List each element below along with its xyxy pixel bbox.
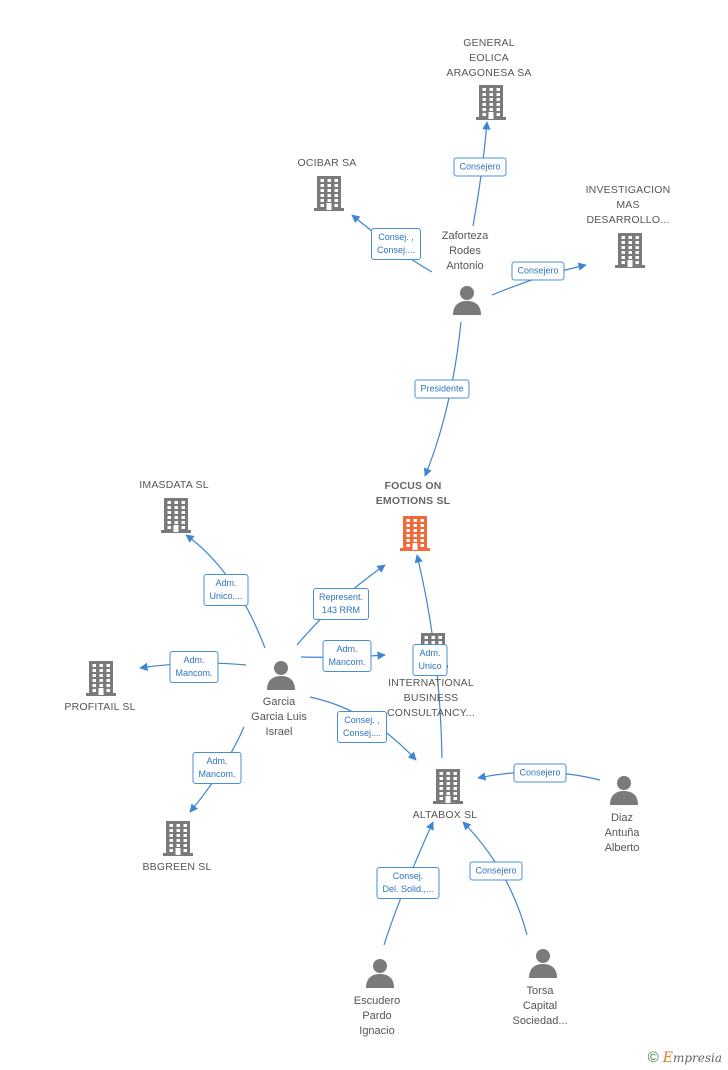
node-zaforteza[interactable] [452, 285, 482, 320]
node-label-torsa[interactable]: Torsa Capital Sociedad... [512, 985, 568, 1027]
edge-label-escudero-to-altabox[interactable]: Consej. Del. Solid.,... [376, 867, 440, 899]
person-icon [529, 949, 557, 978]
edge-label-torsa-to-altabox[interactable]: Consejero [469, 861, 523, 881]
building-icon [615, 233, 645, 268]
edge-label-garcia-to-altabox[interactable]: Consej. , Consej.... [336, 711, 388, 743]
node-label-general-eolica[interactable]: GENERAL EOLICA ARAGONESA SA [446, 37, 532, 79]
edge-label-garcia-to-imasdata[interactable]: Adm. Unico,... [203, 574, 249, 606]
building-icon [314, 176, 344, 211]
node-torsa[interactable] [528, 948, 558, 983]
edge-label-garcia-to-focus[interactable]: Represent. 143 RRM [312, 588, 370, 620]
node-label-diaz[interactable]: Diaz Antuña Alberto [604, 812, 640, 854]
person-icon [610, 776, 638, 805]
building-icon [400, 516, 430, 551]
node-label-garcia[interactable]: Garcia Garcia Luis Israel [251, 696, 307, 738]
node-altabox[interactable] [433, 768, 463, 809]
edge-label-zaforteza-to-general-eolica[interactable]: Consejero [453, 157, 507, 177]
node-label-escudero[interactable]: Escudero Pardo Ignacio [353, 995, 401, 1037]
edge-label-diaz-to-altabox[interactable]: Consejero [513, 763, 567, 783]
node-imasdata[interactable] [161, 497, 191, 538]
edge-label-garcia-to-bbgreen[interactable]: Adm. Mancom. [192, 752, 242, 784]
brand-initial: E [662, 1050, 673, 1066]
node-label-imasdata[interactable]: IMASDATA SL [139, 479, 209, 491]
node-general-eolica[interactable] [476, 84, 506, 125]
edge-label-garcia-to-international[interactable]: Adm. Mancom. [322, 640, 372, 672]
node-investigacion[interactable] [615, 232, 645, 273]
node-label-focus[interactable]: FOCUS ON EMOTIONS SL [375, 480, 451, 507]
node-ocibar[interactable] [314, 175, 344, 216]
node-label-bbgreen[interactable]: BBGREEN SL [142, 861, 212, 873]
building-icon [476, 85, 506, 120]
edge-zaforteza-to-focus [423, 321, 462, 477]
person-icon [453, 286, 481, 315]
node-escudero[interactable] [365, 958, 395, 993]
node-profitail[interactable] [86, 660, 116, 701]
building-icon [433, 769, 463, 804]
edge-label-garcia-to-profitail[interactable]: Adm. Mancom. [169, 651, 219, 683]
node-label-international[interactable]: INTERNATIONAL BUSINESS CONSULTANCY... [387, 677, 475, 719]
edge-label-zaforteza-to-investigacion[interactable]: Consejero [511, 261, 565, 281]
node-diaz[interactable] [609, 775, 639, 810]
person-icon [366, 959, 394, 988]
node-label-profitail[interactable]: PROFITAIL SL [64, 701, 136, 713]
node-label-ocibar[interactable]: OCIBAR SA [297, 157, 357, 169]
edge-label-zaforteza-to-focus[interactable]: Presidente [414, 379, 470, 399]
node-label-altabox[interactable]: ALTABOX SL [412, 809, 478, 821]
node-label-zaforteza[interactable]: Zaforteza Rodes Antonio [441, 230, 489, 272]
person-icon [267, 661, 295, 690]
node-garcia[interactable] [266, 660, 296, 695]
node-focus[interactable] [400, 515, 430, 556]
building-icon [161, 498, 191, 533]
building-icon [163, 821, 193, 856]
edge-label-altabox-to-focus[interactable]: Adm. Unico [412, 644, 448, 676]
node-bbgreen[interactable] [163, 820, 193, 861]
edge-label-zaforteza-to-ocibar[interactable]: Consej. , Consej.... [370, 228, 422, 260]
empresia-brand: ©Empresia [648, 1049, 722, 1066]
building-icon [86, 661, 116, 696]
node-label-investigacion[interactable]: INVESTIGACION MAS DESARROLLO... [585, 184, 671, 226]
copyright-icon: © [647, 1049, 659, 1066]
brand-name: mpresia [672, 1051, 722, 1065]
